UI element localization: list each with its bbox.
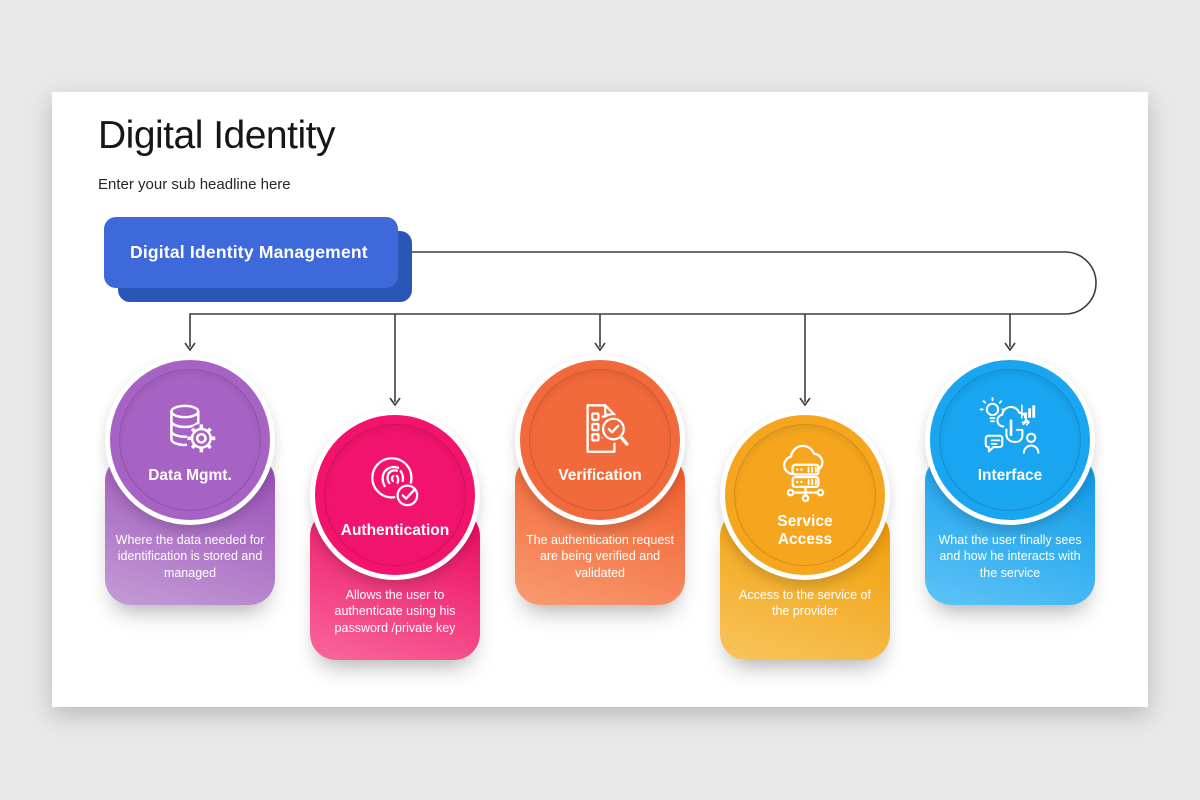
card-title: Interface: [977, 467, 1043, 485]
card-description: Where the data needed for identification…: [115, 533, 265, 580]
card-circle-badge: Data Mgmt.: [105, 355, 275, 525]
card-interface: What the user finally sees and how he in…: [925, 355, 1095, 605]
card-circle-badge: Authentication: [310, 410, 480, 580]
user-interaction-icon: [977, 395, 1043, 461]
slide: Digital Identity Enter your sub headline…: [52, 92, 1148, 707]
card-circle-badge: Interface: [925, 355, 1095, 525]
arrowhead-icon: [184, 342, 196, 352]
arrowhead-icon: [389, 397, 401, 407]
root-node-label: Digital Identity Management: [130, 242, 368, 262]
card-service-access: Access to the service of the provider: [720, 410, 890, 660]
card-authentication: Allows the user to authenticate using hi…: [310, 410, 480, 660]
card-verification: The authentication request are being ver…: [515, 355, 685, 605]
card-title: Data Mgmt.: [148, 467, 232, 485]
root-node-digital-identity-management: Digital Identity Management: [104, 217, 412, 302]
card-circle-badge: Service Access: [720, 410, 890, 580]
card-title: Verification: [558, 467, 642, 485]
card-title: Authentication: [340, 522, 450, 540]
card-circle-badge: Verification: [515, 355, 685, 525]
arrowhead-icon: [594, 342, 606, 352]
card-description: Access to the service of the provider: [738, 588, 871, 619]
arrowhead-icon: [1004, 342, 1016, 352]
card-description: The authentication request are being ver…: [525, 533, 675, 580]
database-gear-icon: [157, 395, 223, 461]
page-title: Digital Identity: [98, 114, 335, 157]
card-title: Service Access: [777, 513, 833, 548]
fingerprint-check-icon: [362, 450, 428, 516]
root-node-face: Digital Identity Management: [104, 217, 398, 288]
page-subtitle: Enter your sub headline here: [98, 176, 291, 193]
card-description: What the user finally sees and how he in…: [938, 533, 1082, 580]
arrowhead-icon: [799, 397, 811, 407]
document-checklist-search-icon: [567, 395, 633, 461]
card-data-mgmt: Where the data needed for identification…: [105, 355, 275, 605]
cloud-server-network-icon: [772, 441, 838, 507]
card-description: Allows the user to authenticate using hi…: [334, 588, 456, 635]
